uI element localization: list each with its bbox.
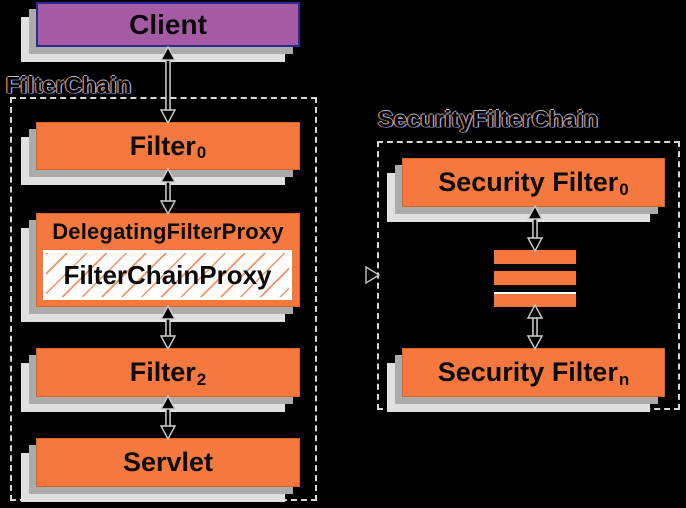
delegating-filter-proxy-label: DelegatingFilterProxy (52, 219, 284, 244)
client-label: Client (129, 8, 207, 40)
security-filter-0-subscript: 0 (619, 179, 629, 199)
filter0-subscript: 0 (196, 143, 207, 162)
filterchain-label: FilterChain (6, 72, 132, 98)
filter-chain-proxy-label: FilterChainProxy (63, 259, 272, 290)
filter-stack-bar (494, 292, 576, 307)
filter2-label: Filter (129, 357, 196, 387)
filter-stack-bar (494, 250, 576, 264)
servlet-label: Servlet (122, 447, 214, 477)
double-arrow-securityfilter0-stack (526, 205, 544, 252)
connector-arrowhead-icon (365, 266, 381, 284)
security-filter-n-subscript: n (618, 369, 630, 389)
filterchain-frame (10, 97, 317, 501)
double-arrow-client-filter0 (159, 46, 177, 124)
double-arrow-stack-securityfiltern (526, 304, 544, 350)
client-box: Client (36, 2, 300, 47)
filter-chain-proxy-box: FilterChainProxy (43, 250, 292, 300)
double-arrow-filter2-servlet (159, 395, 177, 440)
filter2-subscript: 2 (196, 369, 207, 389)
double-arrow-filter0-dfp (159, 168, 177, 215)
security-filterchain-label: SecurityFilterChain (378, 106, 599, 132)
security-filter-0-label: Security Filter (438, 167, 619, 197)
servlet-box: Servlet (36, 438, 300, 487)
fcp-to-securityfilterchain-connector (302, 274, 366, 276)
filter-stack-bar (494, 271, 576, 285)
filter0-label: Filter (129, 130, 196, 161)
delegating-filter-proxy-box: DelegatingFilterProxy FilterChainProxy (36, 213, 300, 307)
security-filter-n-label: Security Filter (437, 357, 618, 387)
double-arrow-fcp-filter2 (159, 305, 177, 350)
